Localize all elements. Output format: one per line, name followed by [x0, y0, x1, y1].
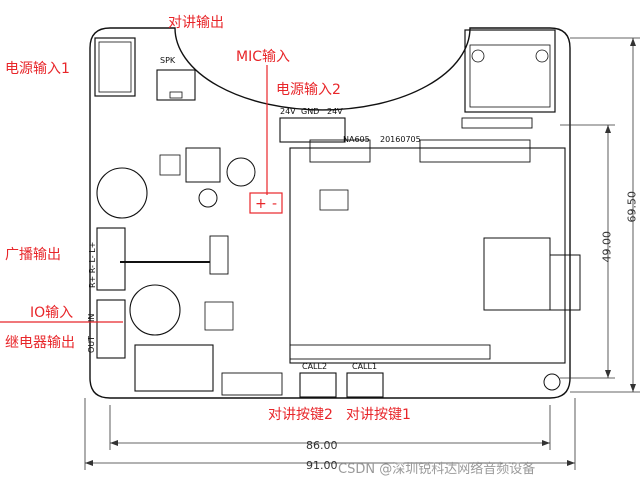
broadcast-connector	[96, 227, 126, 291]
capacitor-3	[226, 157, 256, 187]
label-mic-input: MIC输入	[236, 49, 290, 65]
power-jack-1	[94, 37, 136, 97]
silk-mic-minus: -	[272, 196, 278, 212]
label-intercom-output: 对讲输出	[168, 15, 224, 31]
label-intercom-key-1: 对讲按键1	[346, 407, 411, 423]
capacitor-4	[198, 188, 218, 208]
silk-24v-left: 24V	[280, 107, 296, 116]
relay	[134, 344, 214, 392]
mic-connector	[249, 192, 283, 214]
silk-gnd: GND	[301, 107, 320, 116]
silk-in: IN	[87, 313, 96, 322]
label-io-input: IO输入	[30, 305, 74, 321]
silk-out: OUT	[87, 335, 96, 353]
dim-height-inner: 49.00	[600, 231, 614, 263]
label-broadcast-output: 广播输出	[5, 247, 61, 263]
label-power-input-1: 电源输入1	[5, 61, 70, 77]
silk-24v-right: 24V	[327, 107, 343, 116]
watermark: CSDN @深圳锐科达网络音频设备	[338, 462, 536, 477]
call2-connector	[299, 372, 337, 398]
mounting-hole	[543, 373, 561, 391]
spk-connector	[156, 69, 196, 101]
board-outline	[89, 27, 571, 399]
label-relay-output: 继电器输出	[5, 335, 75, 351]
silk-mic-plus: +	[255, 196, 267, 212]
silk-rl-labels: R+ R- L- L+	[88, 241, 97, 288]
label-intercom-key-2: 对讲按键2	[268, 407, 333, 423]
silk-call1: CALL1	[352, 362, 378, 371]
label-power-input-2: 电源输入2	[276, 82, 341, 98]
capacitor-2	[129, 284, 181, 336]
silk-model: NA605	[343, 135, 370, 144]
power-connector-2	[279, 117, 346, 143]
call1-connector	[346, 372, 384, 398]
main-module	[289, 147, 566, 364]
io-relay-connector	[96, 299, 126, 359]
capacitor-1	[96, 167, 148, 219]
silk-call2: CALL2	[302, 362, 328, 371]
silk-date: 20160705	[380, 135, 421, 144]
silk-spk: SPK	[160, 56, 176, 65]
dim-width-inner: 86.00	[306, 439, 338, 452]
dim-height-outer: 69.50	[625, 191, 639, 223]
ethernet-jack	[464, 29, 556, 113]
dim-width-outer: 91.00	[306, 459, 338, 472]
